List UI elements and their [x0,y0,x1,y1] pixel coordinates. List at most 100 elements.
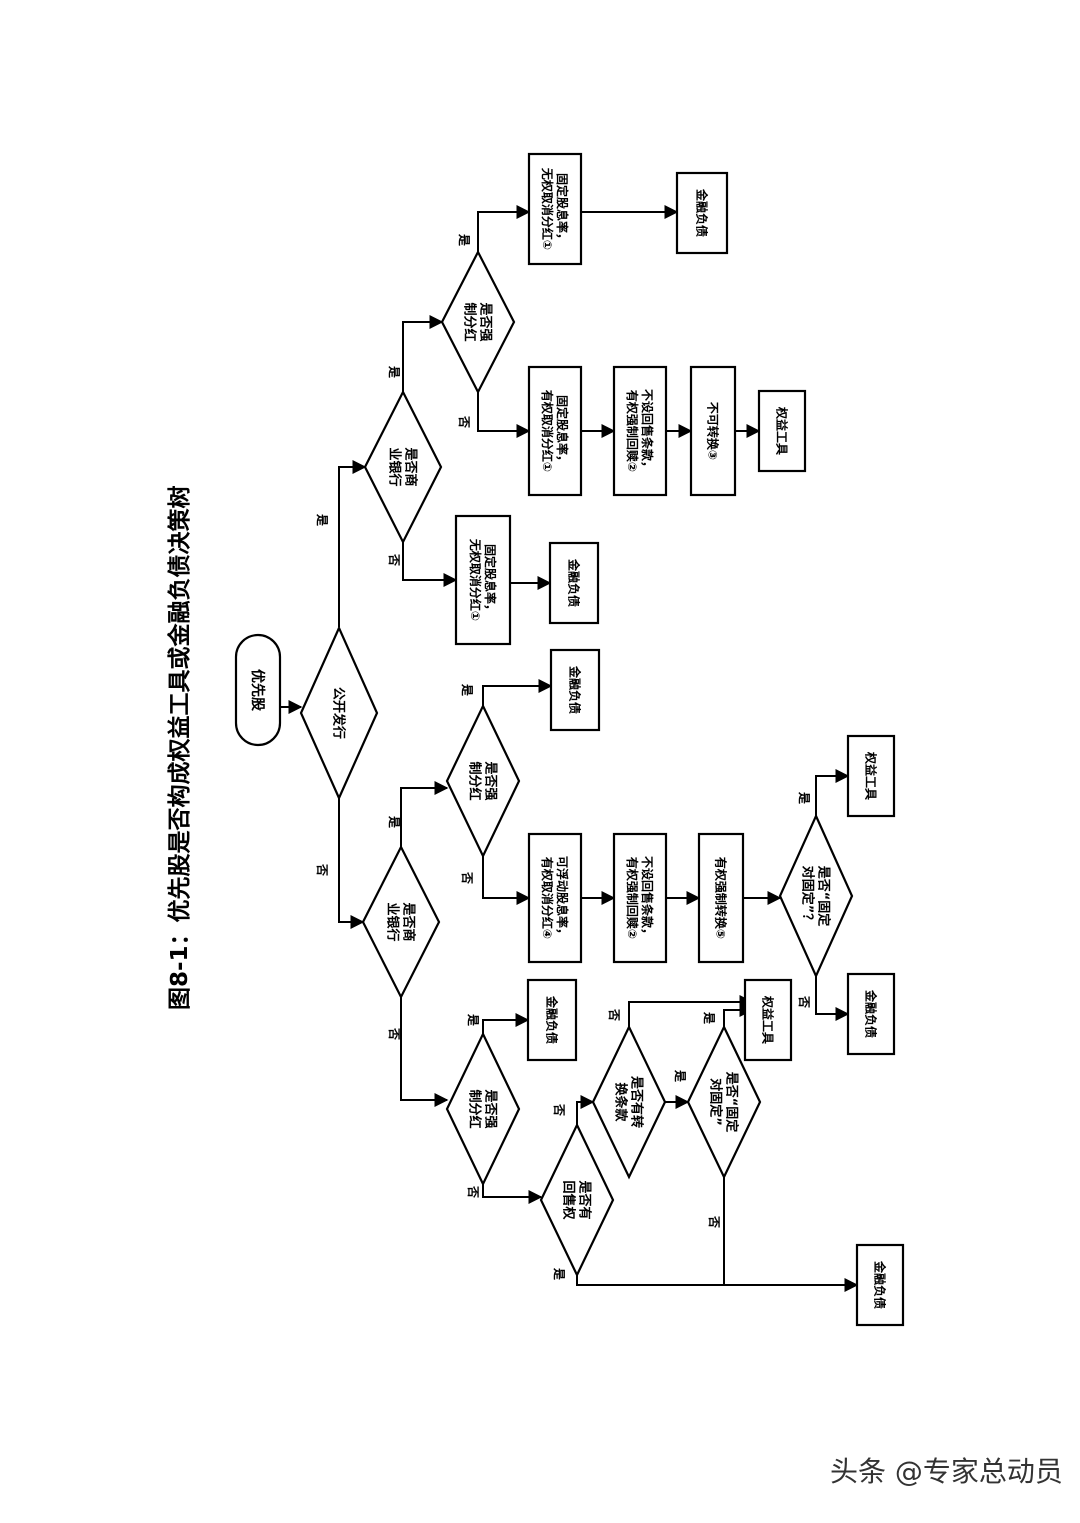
node-eq-d: 权益工具 [743,978,793,1062]
node-label: 公开发行 [330,687,346,739]
node-put-b: 不设回售条款，有权强制回赎② [612,365,668,497]
node-ff-c: 是否“固定对固定”？ [778,813,854,979]
node-label-line: 金融负债 [864,989,879,1038]
node-fx-b1: 固定股息率，无权取消分红① [454,514,512,646]
decision-diamond [686,1024,762,1180]
process-box [612,832,668,964]
node-label-line: 金融负债 [567,558,582,607]
process-box [675,171,729,255]
node-label: 金融负债 [545,995,560,1044]
node-label: 金融负债 [864,989,879,1038]
node-label-line: 权益工具 [775,406,790,455]
decision-diamond [539,1122,615,1278]
node-ff-d: 是否“固定对固定” [686,1024,762,1180]
node-label-line: 可浮动股息率， [555,856,570,940]
node-label: 金融负债 [873,1260,888,1309]
edge-connector [338,797,365,929]
decision-diamond [445,703,521,859]
node-label: 不设回售条款，有权强制回赎② [625,389,655,473]
node-label: 不设回售条款，有权强制回赎② [625,856,655,940]
edge-connector [482,1013,530,1034]
edge-label-no: 否 [457,415,471,428]
edge-label-yes: 是 [797,791,811,805]
edge-connector [477,392,531,438]
node-label: 是否商业银行 [386,446,418,486]
process-box [549,648,601,732]
node-eq-b: 权益工具 [757,389,807,473]
edge-label-no: 否 [460,871,474,884]
node-label-line: 有权取消分红④ [540,857,555,939]
node-fx-b2: 固定股息率，有权取消分红① [527,365,583,497]
edge-connector [400,781,449,847]
diagram-title: 图8-1：优先股是否构成权益工具或金融负债决策树 [166,485,193,1010]
edge-label-yes: 是 [315,513,329,527]
node-label-line: 是否“固定 [815,865,831,927]
process-box [846,972,896,1056]
edge-connector [628,995,754,1027]
edge-label-yes: 是 [466,1013,480,1027]
edge-connector [482,856,531,905]
node-label-line: 金融负债 [695,188,710,237]
node-label-line: 金融负债 [568,665,583,714]
node-label-line: 有权强制转换⑤ [714,857,729,939]
node-label-line: 换条款 [612,1082,628,1122]
node-label: 是否“固定对固定”？ [799,865,831,927]
node-label-line: 权益工具 [761,995,776,1044]
node-div-a: 是否强制分红 [440,249,516,395]
node-fl-c1: 可浮动股息率，有权取消分红④ [527,832,583,964]
node-fl-b1: 金融负债 [548,541,600,625]
node-label: 金融负债 [568,665,583,714]
process-box [527,365,583,497]
node-label-line: 金融负债 [873,1260,888,1309]
node-label-line: 是否强 [482,1088,497,1128]
process-box [526,978,578,1062]
edge-connector [815,976,850,1021]
node-label: 是否有转换条款 [612,1075,644,1128]
process-box [855,1243,905,1327]
process-box [757,389,807,473]
process-box [527,152,583,266]
process-box [689,365,737,497]
decision-diamond [363,389,443,545]
node-label-line: 权益工具 [864,751,879,800]
node-label: 是否强制分红 [461,301,492,341]
edge-label-yes: 是 [702,1011,716,1025]
node-start: 优先股 [234,633,282,747]
node-label-line: 制分红 [466,761,482,800]
node-label-line: 公开发行 [330,687,346,739]
process-box [548,541,600,625]
node-label-line: 无权取消分红① [540,167,555,250]
edge-label-no: 否 [315,863,329,876]
node-bank-a: 是否商业银行 [363,389,443,545]
decision-diamond [591,1024,667,1180]
node-fl-c2: 金融负债 [846,972,896,1056]
node-label: 金融负债 [567,558,582,607]
node-label-line: 是否强 [482,760,497,800]
edge-connector [402,315,444,392]
process-box [697,832,745,964]
node-label-line: 业银行 [384,902,400,941]
edge-connector [338,460,367,627]
node-label-line: 有权强制回赎② [625,857,640,939]
node-label-line: 不设回售条款， [640,856,655,940]
node-eq-c: 权益工具 [846,734,896,818]
edge-connector [402,542,458,587]
node-fl-d: 金融负债 [526,978,578,1062]
node-label: 可浮动股息率，有权取消分红④ [540,856,570,940]
edge-label-no: 否 [387,553,401,566]
edge-connector [576,1095,595,1125]
edge-connector [482,679,553,706]
edge-connector [400,997,449,1107]
node-nc-b: 不可转换③ [689,365,737,497]
node-label: 优先股 [249,669,266,712]
node-label: 权益工具 [761,995,776,1044]
node-label-line: 固定股息率， [555,173,570,245]
process-box [527,832,583,964]
edge-label-yes: 是 [673,1069,687,1083]
node-label-line: 固定股息率， [483,544,498,616]
node-label: 是否“固定对固定” [707,1071,739,1133]
node-label-line: 对固定”？ [799,866,815,927]
node-put-c: 不设回售条款，有权强制回赎② [612,832,668,964]
node-label: 是否强制分红 [466,760,497,800]
